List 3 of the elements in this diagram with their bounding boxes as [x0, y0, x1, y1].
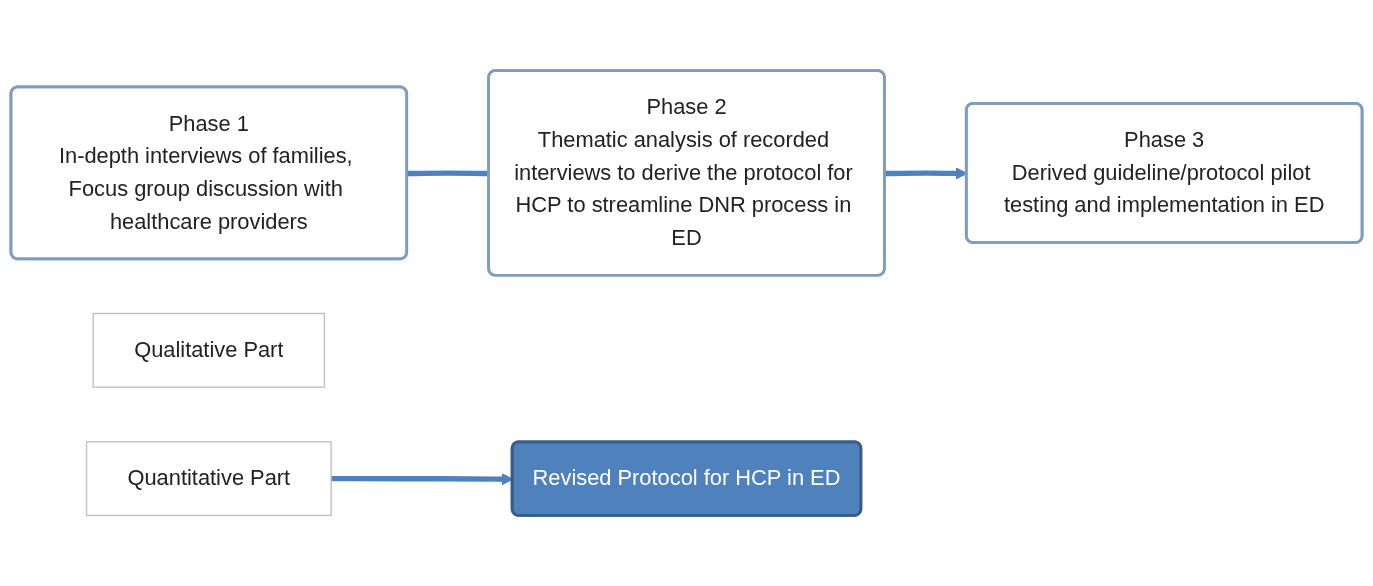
connector — [407, 170, 490, 177]
node-box: Qualitative Part — [92, 312, 326, 388]
node-box: Quantitative Part — [85, 441, 332, 517]
